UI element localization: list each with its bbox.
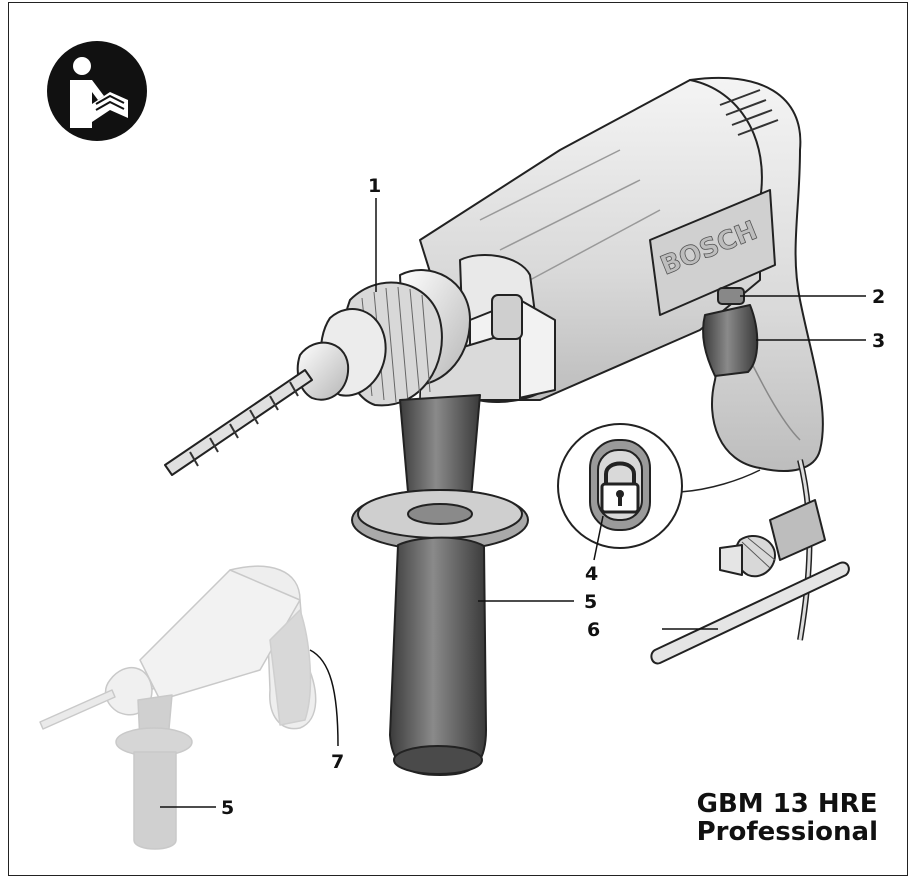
leader-4 [593,515,604,561]
cord-clip [769,499,826,561]
drill-bit [164,369,313,476]
padlock-icon [600,461,640,514]
logo-plate [649,189,776,316]
model-line-2: Professional [696,817,878,847]
drill-ghost [39,565,317,850]
model-name: GBM 13 HRE Professional [697,790,878,846]
callout-7: 7 [331,751,344,773]
model-line-1: GBM 13 HRE [696,789,878,819]
callout-5: 5 [584,591,597,613]
aux-handle-grip [389,536,487,776]
callout-leaders [160,198,866,808]
read-manual-icon [47,41,147,141]
callout-2: 2 [872,286,885,308]
callout-6: 6 [587,619,600,641]
callout-3: 3 [872,330,885,352]
callout-labels: 1 2 3 4 5 6 7 5 [221,175,885,819]
callout-1: 1 [368,175,381,197]
lock-detail [557,423,683,549]
callout-5-secondary: 5 [221,797,234,819]
leader-7 [309,649,339,747]
figure-frame [8,2,908,876]
chuck-key [650,535,850,665]
callout-4: 4 [585,563,598,585]
drill-main: BOSCH [164,76,850,776]
trigger [702,304,759,377]
